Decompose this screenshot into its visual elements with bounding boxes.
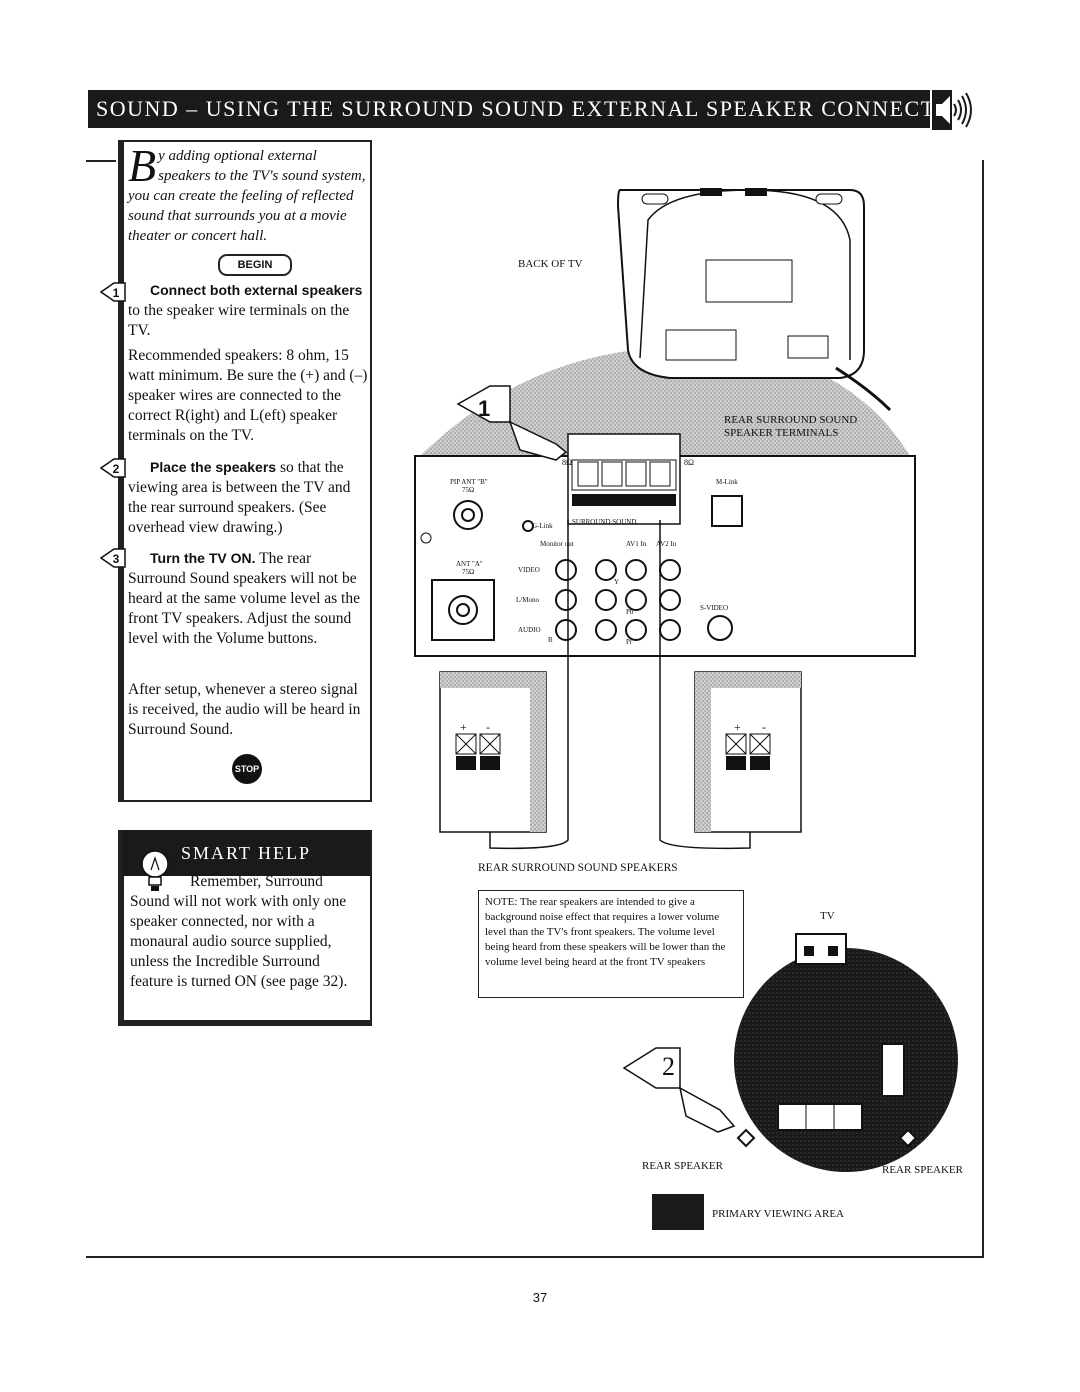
- right-speaker-minus: -: [762, 720, 766, 734]
- step-1: Connect both external speakers to the sp…: [128, 280, 368, 341]
- step-3: Turn the TV ON. The rear Surround Sound …: [128, 548, 368, 649]
- step-1-bold: Connect both external speakers: [150, 282, 363, 298]
- rear-speaker-right-label: REAR SPEAKER: [882, 1164, 963, 1176]
- tv-label: TV: [820, 910, 835, 922]
- intro-text: y adding optional external speakers to t…: [128, 148, 366, 244]
- legend-label: PRIMARY VIEWING AREA: [712, 1208, 845, 1220]
- overhead-view-diagram: [622, 933, 958, 1172]
- speaker-sound-icon: [932, 90, 972, 130]
- step-1-text: to the speaker wire terminals on the TV.: [128, 302, 350, 339]
- rear-terminals-label: REAR SURROUND SOUND SPEAKER TERMINALS: [724, 414, 858, 439]
- audio-r-label: R: [548, 636, 553, 644]
- monitor-out-label: Monitor out: [540, 540, 574, 548]
- ohm-right-label: 8Ω: [684, 458, 694, 467]
- step-2-arrow-icon: 2: [100, 458, 126, 478]
- rear-speakers-caption: REAR SURROUND SOUND SPEAKERS: [478, 862, 678, 874]
- smart-help-body: Remember, Surround Sound will not work w…: [130, 873, 348, 990]
- legend-swatch: [652, 1194, 704, 1230]
- step-3-text: The rear Surround Sound speakers will no…: [128, 550, 360, 647]
- left-speaker-minus: -: [486, 720, 490, 734]
- back-of-tv-label: BACK OF TV: [518, 258, 583, 270]
- right-speaker-plus: +: [734, 720, 741, 734]
- step-3-extra: After setup, whenever a stereo signal is…: [128, 681, 361, 738]
- m-link-label: M-Link: [716, 478, 738, 486]
- audio-label: AUDIO: [518, 626, 541, 634]
- step-1-arrow-icon: 1: [100, 282, 126, 302]
- step-1-extra: Recommended speakers: 8 ohm, 15 watt min…: [128, 347, 368, 444]
- av1-in-label: AV1 In: [626, 540, 647, 548]
- frame-top-rule: [86, 160, 116, 162]
- video-label: VIDEO: [518, 566, 540, 574]
- instructions-panel: [118, 140, 372, 802]
- stop-sign-icon: STOP: [232, 754, 262, 784]
- pip-ant-label: PIP ANT "B": [450, 478, 488, 486]
- content-frame: [86, 160, 984, 1258]
- svg-text:3: 3: [113, 552, 120, 566]
- section-title-banner: SOUND – USING THE SURROUND SOUND EXTERNA…: [88, 90, 930, 128]
- step-3-arrow-icon: 3: [100, 548, 126, 568]
- step-2-bold: Place the speakers: [150, 459, 277, 475]
- left-speaker-plus: +: [460, 720, 467, 734]
- intro-dropcap: B: [128, 140, 157, 191]
- page-number: 37: [532, 1290, 548, 1305]
- ant-a-ohm-label: 75Ω: [462, 568, 475, 576]
- rear-speaker-left-label: REAR SPEAKER: [642, 1160, 723, 1172]
- av2-in-label: AV2 In: [656, 540, 677, 548]
- svg-text:1: 1: [113, 286, 120, 300]
- ant-a-label: ANT "A": [456, 560, 483, 568]
- surround-sound-label: SURROUND SOUND: [572, 518, 637, 526]
- y-label: Y: [614, 578, 620, 586]
- lightbulb-icon: [141, 850, 169, 891]
- l-mono-label: L/Mono: [516, 596, 539, 604]
- step-2: Place the speakers so that the viewing a…: [128, 457, 368, 538]
- svg-text:2: 2: [113, 462, 120, 476]
- step-2-text: so that the viewing area is between the …: [128, 459, 351, 536]
- step-2-marker: 2: [662, 1052, 675, 1081]
- note-box: NOTE: The rear speakers are intended to …: [478, 890, 744, 998]
- pip-ant-ohm-label: 75Ω: [462, 486, 475, 494]
- section-title: SOUND – USING THE SURROUND SOUND EXTERNA…: [96, 96, 930, 121]
- step-1-marker: 1: [478, 396, 491, 421]
- begin-badge: BEGIN: [218, 254, 292, 276]
- step-3-bold: Turn the TV ON.: [150, 550, 256, 566]
- s-video-label: S-VIDEO: [700, 604, 728, 612]
- g-link-label: G-Link: [532, 522, 553, 530]
- pb-label: Pb: [626, 608, 634, 616]
- ohm-left-label: 8Ω: [562, 458, 572, 467]
- back-of-tv-diagram: [414, 188, 916, 850]
- smart-help-text: Remember, Surround Sound will not work w…: [130, 872, 366, 992]
- pr-label: Pr: [626, 638, 633, 646]
